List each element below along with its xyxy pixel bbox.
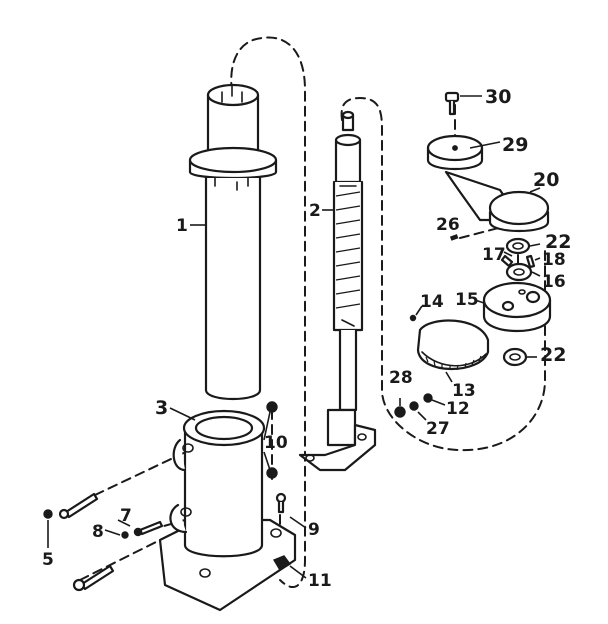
callout-29: 29 <box>502 134 528 156</box>
callout-3: 3 <box>155 397 168 419</box>
leader-lines <box>47 95 541 579</box>
assembly-path-shaft <box>340 96 546 452</box>
nut-part-16 <box>505 262 533 282</box>
nut-part-11 <box>272 555 292 571</box>
crank-arm-part-20 <box>444 170 550 233</box>
pin-part-26 <box>449 234 459 241</box>
lock-washer-part-8 <box>121 531 129 539</box>
pin-part-18 <box>525 254 536 269</box>
callout-12: 12 <box>446 399 470 419</box>
screw-part-7 <box>133 520 164 537</box>
callout-10: 10 <box>264 433 288 453</box>
column-tube-part-1 <box>188 83 278 400</box>
washer-part-22-upper <box>505 237 531 255</box>
bolt-upper-2 <box>43 509 53 519</box>
height-scale-ring-part-13 <box>416 319 490 371</box>
callout-11: 11 <box>308 571 332 591</box>
base-housing-part-3 <box>158 409 297 612</box>
assembly-path-bolt-lower <box>94 449 191 496</box>
callout-5: 5 <box>42 550 54 570</box>
bolt-part-5 <box>72 564 115 592</box>
callout-17: 17 <box>482 245 506 265</box>
callout-labels: 1 2 3 5 7 8 9 10 11 12 13 14 15 16 17 18… <box>42 86 571 591</box>
set-screw-part-14 <box>409 314 417 322</box>
callout-1: 1 <box>176 216 188 236</box>
nut-part-28 <box>394 406 406 418</box>
callout-13: 13 <box>452 381 476 401</box>
callout-30: 30 <box>485 86 511 108</box>
screw-part-30 <box>444 91 460 116</box>
callout-28: 28 <box>389 368 413 388</box>
callout-2: 2 <box>309 201 321 221</box>
gear-housing-part-15 <box>482 281 552 332</box>
crank-hub-part-29 <box>426 134 484 170</box>
callout-26: 26 <box>436 215 460 235</box>
pin-part-17 <box>500 254 514 268</box>
nut-part-10 <box>266 401 278 479</box>
callout-7: 7 <box>120 506 132 526</box>
assembly-path-tube <box>230 36 306 588</box>
callout-22-lower: 22 <box>540 344 566 366</box>
callout-15: 15 <box>455 290 479 310</box>
callout-20: 20 <box>533 169 559 191</box>
elevating-shaft-part-2 <box>298 110 377 472</box>
assembly-path-pin-26 <box>459 224 511 239</box>
callout-22-upper: 22 <box>545 231 571 253</box>
screw-part-12 <box>423 393 433 403</box>
callout-9: 9 <box>308 520 320 540</box>
screw-part-27 <box>409 401 419 411</box>
callout-16: 16 <box>542 272 566 292</box>
callout-27: 27 <box>426 419 450 439</box>
callout-14: 14 <box>420 292 444 312</box>
screw-part-9 <box>275 492 287 514</box>
callout-8: 8 <box>92 522 104 542</box>
callout-18: 18 <box>542 250 566 270</box>
bolt-upper <box>58 492 99 520</box>
washer-part-22-lower <box>502 347 528 367</box>
